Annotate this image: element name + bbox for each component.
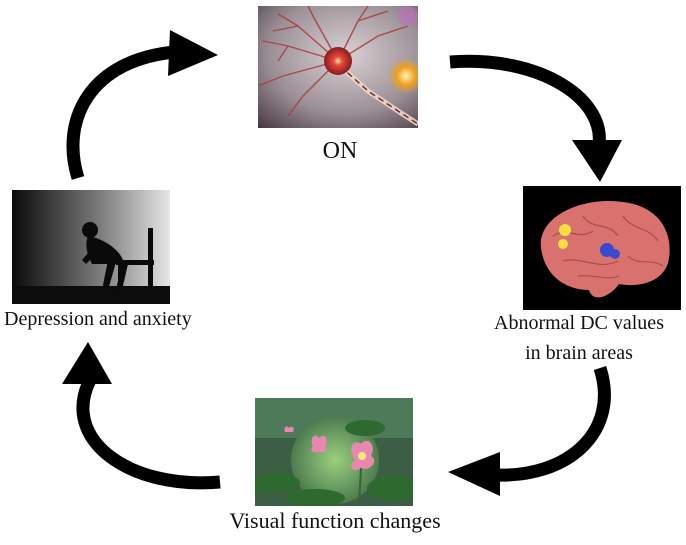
arrow-brain-to-visual	[448, 366, 611, 496]
arrow-depression-to-on	[66, 30, 218, 180]
label-visual: Visual function changes	[229, 508, 441, 533]
label-depression: Depression and anxiety	[4, 308, 192, 330]
label-on: ON	[322, 138, 358, 164]
neuron-image	[258, 6, 418, 128]
sad-person-silhouette-image	[12, 190, 170, 304]
label-brain-line-1: Abnormal DC values	[494, 312, 664, 334]
lotus-flower-image	[255, 398, 413, 506]
arrow-on-to-brain	[449, 54, 622, 182]
brain-scan-image	[523, 186, 681, 310]
arrow-visual-to-depression	[62, 342, 221, 490]
label-brain-line-2: in brain areas	[525, 342, 633, 364]
